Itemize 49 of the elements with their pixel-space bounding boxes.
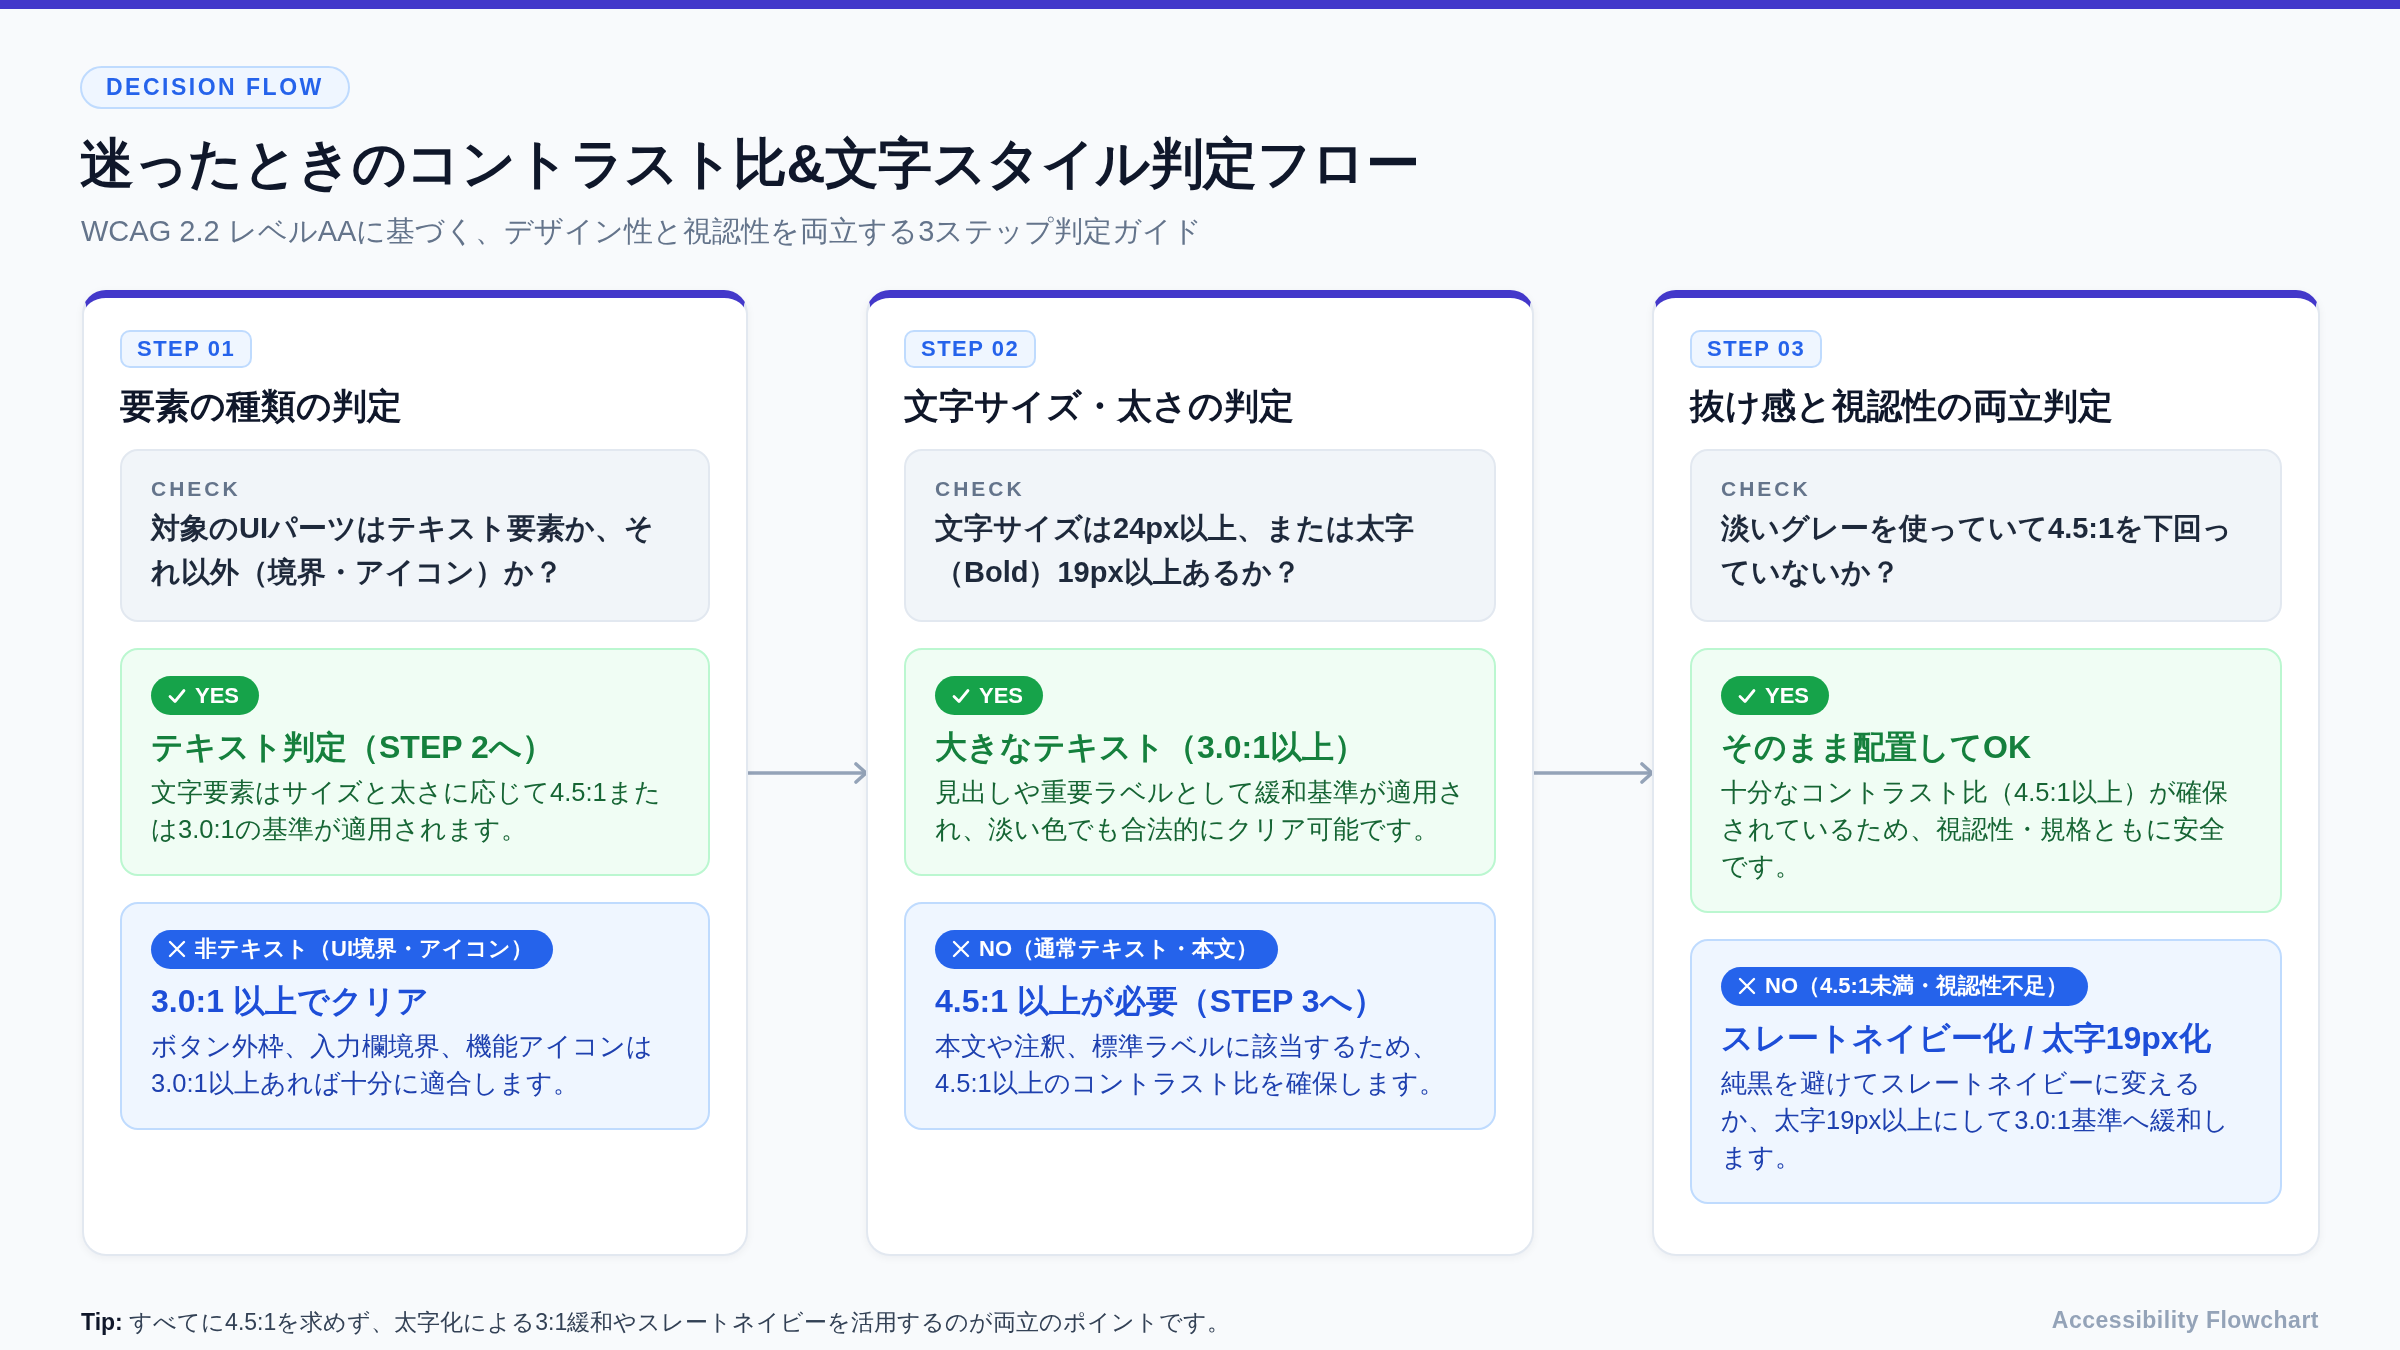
result-panel <box>904 902 1496 1130</box>
step-card <box>1652 290 2320 1256</box>
question-text: 対象のUIパーツはテキスト要素か、それ以外（境界・アイコン）か？ <box>151 511 655 590</box>
result-title: そのまま配置してOK <box>1721 728 2032 768</box>
status-text: YES <box>979 682 1024 709</box>
page-subtitle: WCAG 2.2 レベルAAに基づく、デザイン性と視認性を両立する3ステップ判定ガイド <box>81 214 1203 249</box>
step-badge: STEP 01 <box>120 330 253 368</box>
result-description: 十分なコントラスト比（4.5:1以上）が確保されているため、視認性・規格ともに安全です。 <box>1721 777 2229 882</box>
flow-arrow <box>1532 762 1654 784</box>
result-panel <box>1690 938 2282 1204</box>
result-description: 純黒を避けてスレートネイビーに変えるか、太字19px以上にして3.0:1基準へ緩和します。 <box>1721 1067 2230 1173</box>
check-label: CHECK <box>151 477 241 502</box>
result-description: ボタン外枠、入力欄境界、機能アイコンは3.0:1以上あれば十分に適合します。 <box>151 1030 654 1099</box>
result-title: 大きなテキスト（3.0:1以上） <box>935 728 1367 768</box>
question-text: 淡いグレーを使っていて4.5:1を下回っていないか？ <box>1721 511 2234 590</box>
step-heading: 文字サイズ・太さの判定 <box>904 385 1295 427</box>
question-panel <box>904 449 1496 623</box>
section-tag: DECISION FLOW <box>80 66 350 109</box>
status-text: NO（4.5:1未満・視認性不足） <box>1765 972 2069 1001</box>
step-card <box>82 290 748 1256</box>
tip-note: Tip: すべてに4.5:1を求めず、太字化による3:1緩和やスレートネイビーを活用するのが両立のポイントです。 <box>81 1308 1231 1337</box>
result-description: 本文や注釈、標準ラベルに該当するため、4.5:1以上のコントラスト比を確保します。 <box>935 1030 1446 1099</box>
result-title: テキスト判定（STEP 2へ） <box>151 728 555 768</box>
result-panel <box>1690 648 2282 913</box>
status-text: YES <box>1765 682 1810 709</box>
result-title: スレートネイビー化 / 太字19px化 <box>1721 1018 2212 1058</box>
result-title: 3.0:1 以上でクリア <box>151 982 430 1021</box>
step-heading: 要素の種類の判定 <box>120 385 403 427</box>
step-badge: STEP 02 <box>904 330 1037 368</box>
result-title: 4.5:1 以上が必要（STEP 3へ） <box>935 982 1386 1021</box>
check-label: CHECK <box>935 477 1025 502</box>
question-panel <box>120 449 710 623</box>
result-description: 文字要素はサイズと太さに応じて4.5:1または3.0:1の基準が適用されます。 <box>151 777 662 845</box>
question-text: 文字サイズは24px以上、または太字（Bold）19px以上あるか？ <box>935 511 1416 590</box>
check-label: CHECK <box>1721 477 1811 502</box>
step-card <box>866 290 1534 1256</box>
footer-credit: Accessibility Flowchart <box>2051 1307 2319 1334</box>
page-title: 迷ったときのコントラスト比&文字スタイル判定フロー <box>80 132 1420 195</box>
step-badge: STEP 03 <box>1690 330 1823 368</box>
result-panel <box>120 648 710 876</box>
result-panel <box>904 648 1496 876</box>
result-description: 見出しや重要ラベルとして緩和基準が適用され、淡い色でも合法的にクリア可能です。 <box>935 777 1465 845</box>
status-text: YES <box>195 682 240 709</box>
status-text: NO（通常テキスト・本文） <box>979 935 1258 964</box>
status-text: 非テキスト（UI境界・アイコン） <box>195 935 533 964</box>
step-heading: 抜け感と視認性の両立判定 <box>1690 385 2114 427</box>
result-panel <box>120 902 710 1130</box>
flow-arrow <box>746 762 868 784</box>
question-panel <box>1690 449 2282 623</box>
